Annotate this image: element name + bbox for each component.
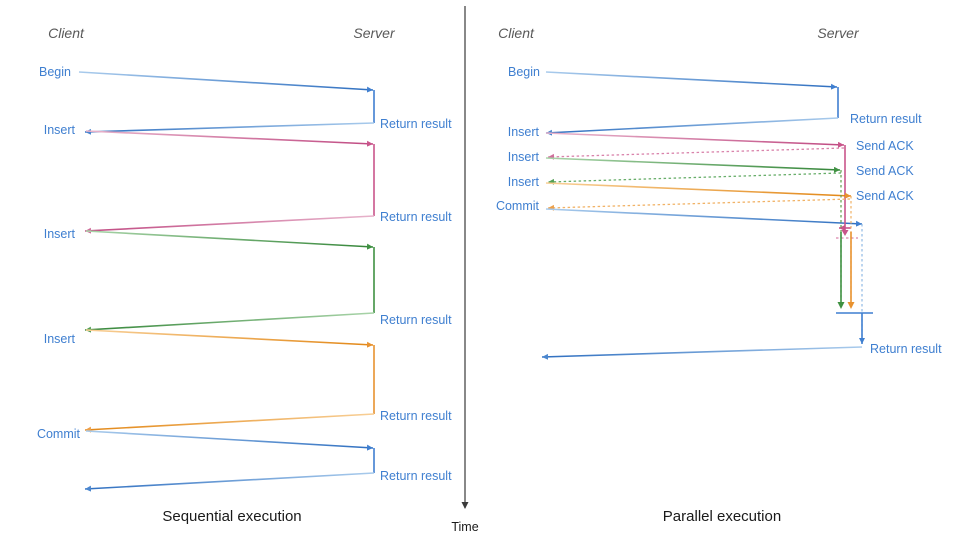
time-axis: Time — [451, 6, 479, 534]
right-label-insert-3: Insert — [508, 175, 540, 189]
left-message-begin: Begin Return result — [39, 65, 452, 135]
left-arrow-insert-2-request — [85, 230, 374, 250]
left-arrow-insert-2-return — [84, 312, 375, 333]
left-server-label: Server — [353, 25, 396, 41]
left-client-label: Client — [48, 25, 85, 41]
right-message-insert-1: Insert Send ACK — [508, 125, 914, 222]
right-client-label: Client — [498, 25, 535, 41]
right-arrow-insert-2-request — [545, 157, 841, 173]
panel-sequential: Client Server Begin Return result Insert… — [37, 25, 452, 525]
left-arrow-begin-request — [78, 71, 374, 93]
left-message-insert-2: Insert Return result — [44, 227, 452, 333]
left-arrow-insert-3-request — [85, 329, 374, 348]
left-return-insert-1: Return result — [380, 210, 452, 224]
right-lane-pink-head — [841, 230, 849, 236]
right-arrow-commit-request — [545, 208, 863, 227]
right-message-insert-3: Insert Send ACK — [508, 175, 914, 211]
right-message-final-return: Return result — [541, 342, 942, 360]
right-arrow-begin-request — [545, 71, 838, 90]
right-lane-green-head — [837, 302, 845, 309]
left-arrow-insert-3-return — [84, 413, 375, 433]
panel-parallel: Client Server Begin Return result Insert… — [496, 25, 942, 525]
left-arrow-insert-1-return — [84, 215, 375, 234]
right-panel-caption: Parallel execution — [663, 508, 781, 525]
left-return-insert-3: Return result — [380, 409, 452, 423]
right-label-commit: Commit — [496, 199, 540, 213]
left-return-insert-2: Return result — [380, 313, 452, 327]
time-axis-label: Time — [451, 520, 478, 534]
right-lane-orange-head — [847, 302, 855, 309]
left-label-insert-3: Insert — [44, 332, 76, 346]
right-arrow-insert-2-ack — [547, 172, 842, 185]
right-reply-insert-2: Send ACK — [856, 164, 914, 178]
left-return-begin: Return result — [380, 117, 452, 131]
right-arrow-final-return — [541, 346, 863, 360]
right-arrow-begin-return — [545, 117, 839, 136]
left-arrow-begin-return — [84, 122, 375, 135]
right-arrow-insert-1-request — [545, 132, 845, 148]
right-message-insert-2: Insert Send ACK — [508, 150, 914, 185]
left-message-insert-1: Insert Return result — [44, 123, 452, 234]
right-label-begin: Begin — [508, 65, 540, 79]
right-label-insert-2: Insert — [508, 150, 540, 164]
left-label-begin: Begin — [39, 65, 71, 79]
right-message-begin: Begin Return result — [508, 65, 922, 136]
right-server-label: Server — [817, 25, 860, 41]
left-message-insert-3: Insert Return result — [44, 329, 452, 433]
right-arrow-insert-3-ack — [547, 198, 851, 211]
left-label-commit: Commit — [37, 427, 81, 441]
left-arrow-insert-1-request — [85, 130, 374, 147]
right-message-commit: Commit — [496, 199, 863, 227]
left-label-insert-2: Insert — [44, 227, 76, 241]
left-arrow-commit-request — [85, 430, 374, 451]
right-server-parallel-lanes — [836, 170, 873, 344]
right-arrow-insert-1-ack — [547, 147, 845, 160]
right-arrow-insert-3-request — [545, 182, 852, 199]
right-reply-insert-3: Send ACK — [856, 189, 914, 203]
right-label-insert-1: Insert — [508, 125, 540, 139]
left-return-commit: Return result — [380, 469, 452, 483]
right-reply-begin: Return result — [850, 112, 922, 126]
right-reply-insert-1: Send ACK — [856, 139, 914, 153]
left-panel-caption: Sequential execution — [162, 508, 301, 525]
left-message-commit: Commit Return result — [37, 427, 452, 492]
left-arrow-commit-return — [84, 472, 375, 492]
right-final-return-label: Return result — [870, 342, 942, 356]
left-label-insert-1: Insert — [44, 123, 76, 137]
